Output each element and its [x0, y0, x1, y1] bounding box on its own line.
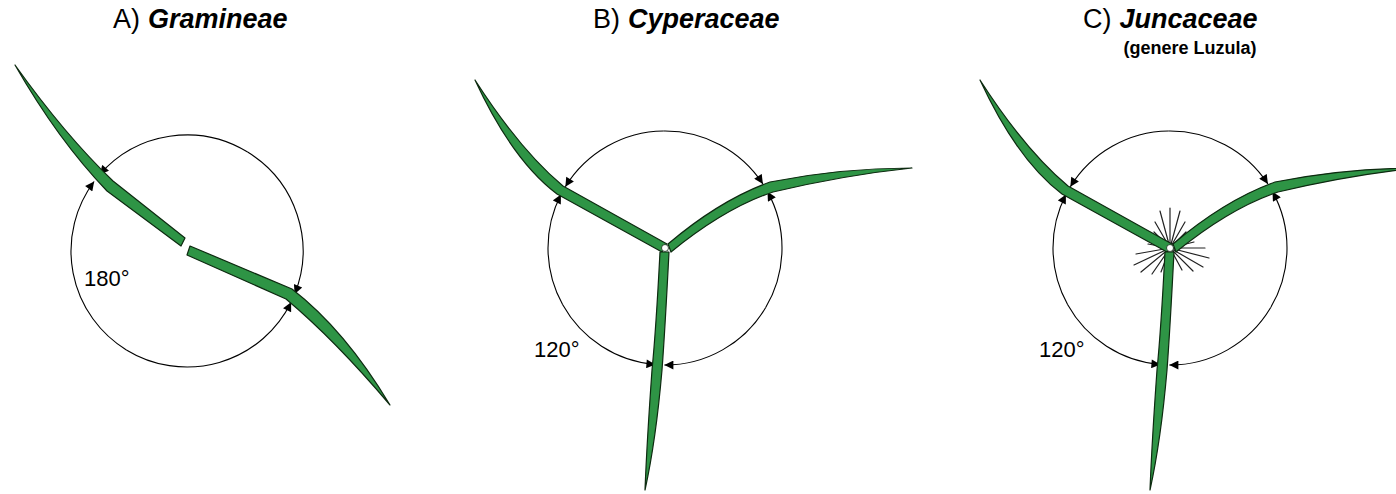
panel-letter: C)	[1083, 3, 1112, 35]
stem-dot	[662, 245, 669, 252]
rush-leaves	[980, 80, 1396, 490]
angle-arc	[565, 131, 663, 187]
genus-note: (genere Luzula)	[1123, 38, 1256, 60]
angle-arc	[1168, 131, 1268, 184]
angle-arc	[248, 152, 303, 294]
angle-label: 120°	[532, 337, 582, 363]
grass-leaves	[15, 65, 390, 405]
angle-arc	[766, 192, 782, 308]
angle-arc	[100, 135, 248, 175]
panel-letter: B)	[593, 3, 620, 35]
angle-arc	[126, 302, 291, 367]
angle-label: 120°	[1037, 337, 1087, 363]
angle-arc	[548, 195, 563, 305]
angle-arc	[1053, 195, 1068, 305]
panel-letter: A)	[113, 3, 140, 35]
leaf-blade	[645, 252, 669, 490]
sedge-leaves	[475, 80, 912, 490]
leaf-blade	[668, 168, 912, 252]
angle-arc	[1271, 192, 1287, 308]
angle-arc	[664, 308, 765, 365]
leaf-blade	[187, 246, 390, 405]
angle-label: 180°	[82, 266, 132, 292]
angle-arcs	[71, 131, 1287, 367]
angle-arc	[1070, 131, 1168, 187]
leaf-blade	[475, 80, 667, 252]
family-name: Gramineae	[148, 3, 288, 35]
family-name: Juncaceae	[1120, 3, 1258, 35]
leaf-blade	[15, 65, 185, 246]
family-name: Cyperaceae	[628, 3, 780, 35]
angle-arc	[1169, 308, 1270, 365]
angle-arc	[663, 131, 763, 184]
